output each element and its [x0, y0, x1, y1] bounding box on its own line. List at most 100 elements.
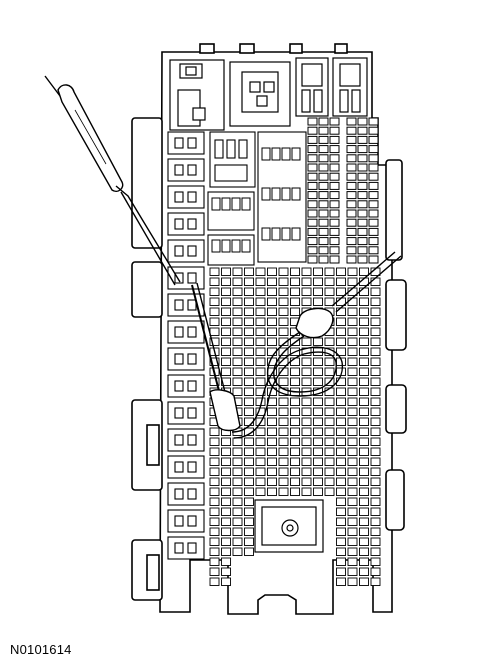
mini-fuse: [221, 437, 231, 446]
mini-fuse: [209, 507, 220, 516]
mini-fuse: [209, 447, 220, 456]
mini-fuse: [255, 387, 266, 396]
mini-fuse: [336, 407, 346, 416]
mini-fuse: [347, 427, 358, 436]
mini-fuse: [301, 267, 312, 276]
mini-fuse: [318, 237, 329, 246]
mini-fuse: [278, 287, 289, 296]
mini-fuse: [290, 267, 300, 276]
mini-fuse: [221, 497, 231, 506]
mini-fuse: [313, 337, 323, 346]
mini-fuse: [313, 437, 323, 446]
mini-fuse: [278, 337, 289, 346]
fuse-terminal: [187, 407, 197, 419]
test-probe-left: [44, 75, 241, 432]
fuse-terminal: [174, 326, 184, 338]
mini-fuse: [232, 437, 243, 446]
mini-fuse: [359, 397, 369, 406]
mini-fuse: [313, 377, 323, 386]
mini-fuse: [232, 547, 243, 556]
cartridge-fuse: [167, 482, 205, 506]
relay-pin: [221, 239, 231, 253]
mini-fuse: [301, 297, 312, 306]
mini-fuse: [244, 407, 254, 416]
mini-fuse: [313, 477, 323, 486]
mini-fuse: [244, 267, 254, 276]
mini-fuse: [307, 163, 318, 172]
mini-fuse: [313, 467, 323, 476]
mini-fuse: [336, 547, 346, 556]
mini-fuse: [278, 377, 289, 386]
mini-fuse: [368, 117, 379, 126]
mini-fuse: [370, 317, 381, 326]
mini-fuse: [347, 377, 358, 386]
mini-fuse: [370, 357, 381, 366]
mini-fuse: [267, 337, 277, 346]
mini-fuse: [336, 277, 346, 286]
relay-mini-fuses: [211, 147, 301, 253]
mini-fuse: [244, 307, 254, 316]
mini-fuse: [336, 517, 346, 526]
cartridge-fuse: [167, 509, 205, 533]
fuse-terminal: [174, 461, 184, 473]
mini-fuse: [244, 537, 254, 546]
mini-fuse: [346, 246, 357, 255]
mini-fuse: [232, 287, 243, 296]
mini-fuse: [346, 200, 357, 209]
mini-fuse: [301, 437, 312, 446]
mini-fuse: [370, 427, 381, 436]
mini-fuse: [347, 437, 358, 446]
mini-fuse: [359, 437, 369, 446]
mini-fuse: [255, 437, 266, 446]
mini-fuse: [232, 357, 243, 366]
relay-pin: [271, 147, 281, 161]
mini-fuse: [301, 487, 312, 496]
mini-fuse: [221, 567, 231, 576]
mini-fuse: [221, 267, 231, 276]
mini-fuse: [244, 517, 254, 526]
mini-fuse: [255, 337, 266, 346]
mini-fuse: [368, 200, 379, 209]
mini-fuse: [324, 417, 335, 426]
mini-fuse: [370, 387, 381, 396]
mini-fuse: [290, 477, 300, 486]
fuse-terminal: [174, 380, 184, 392]
fuse-terminal: [174, 137, 184, 149]
mini-fuse: [368, 237, 379, 246]
mini-fuse: [318, 172, 329, 181]
mini-fuse: [307, 255, 318, 264]
mini-fuse: [278, 407, 289, 416]
mini-fuse: [301, 477, 312, 486]
cartridge-fuse: [167, 185, 205, 209]
mini-fuse: [221, 507, 231, 516]
mini-fuse: [346, 218, 357, 227]
mini-fuse: [267, 277, 277, 286]
cartridge-fuse: [167, 158, 205, 182]
mini-fuse: [232, 337, 243, 346]
mini-fuse: [318, 227, 329, 236]
relay-pin: [241, 239, 251, 253]
mini-fuse: [244, 487, 254, 496]
mini-fuse: [209, 427, 220, 436]
mini-fuse: [255, 357, 266, 366]
mini-fuse: [232, 497, 243, 506]
mini-fuse: [347, 387, 358, 396]
mini-fuse: [209, 267, 220, 276]
mini-fuse: [313, 397, 323, 406]
mini-fuse: [318, 154, 329, 163]
mini-fuse: [278, 457, 289, 466]
mini-fuse: [318, 117, 329, 126]
mini-fuse: [313, 357, 323, 366]
mini-fuse: [255, 427, 266, 436]
mini-fuse: [232, 507, 243, 516]
mini-fuse: [329, 154, 340, 163]
mini-fuse: [267, 427, 277, 436]
mini-fuse: [267, 417, 277, 426]
mini-fuse: [255, 287, 266, 296]
mini-fuse: [290, 487, 300, 496]
mini-fuse: [347, 517, 358, 526]
mini-fuse: [221, 477, 231, 486]
mini-fuse-grid-upper: [307, 117, 379, 264]
mini-fuse: [278, 487, 289, 496]
mini-fuse: [346, 117, 357, 126]
